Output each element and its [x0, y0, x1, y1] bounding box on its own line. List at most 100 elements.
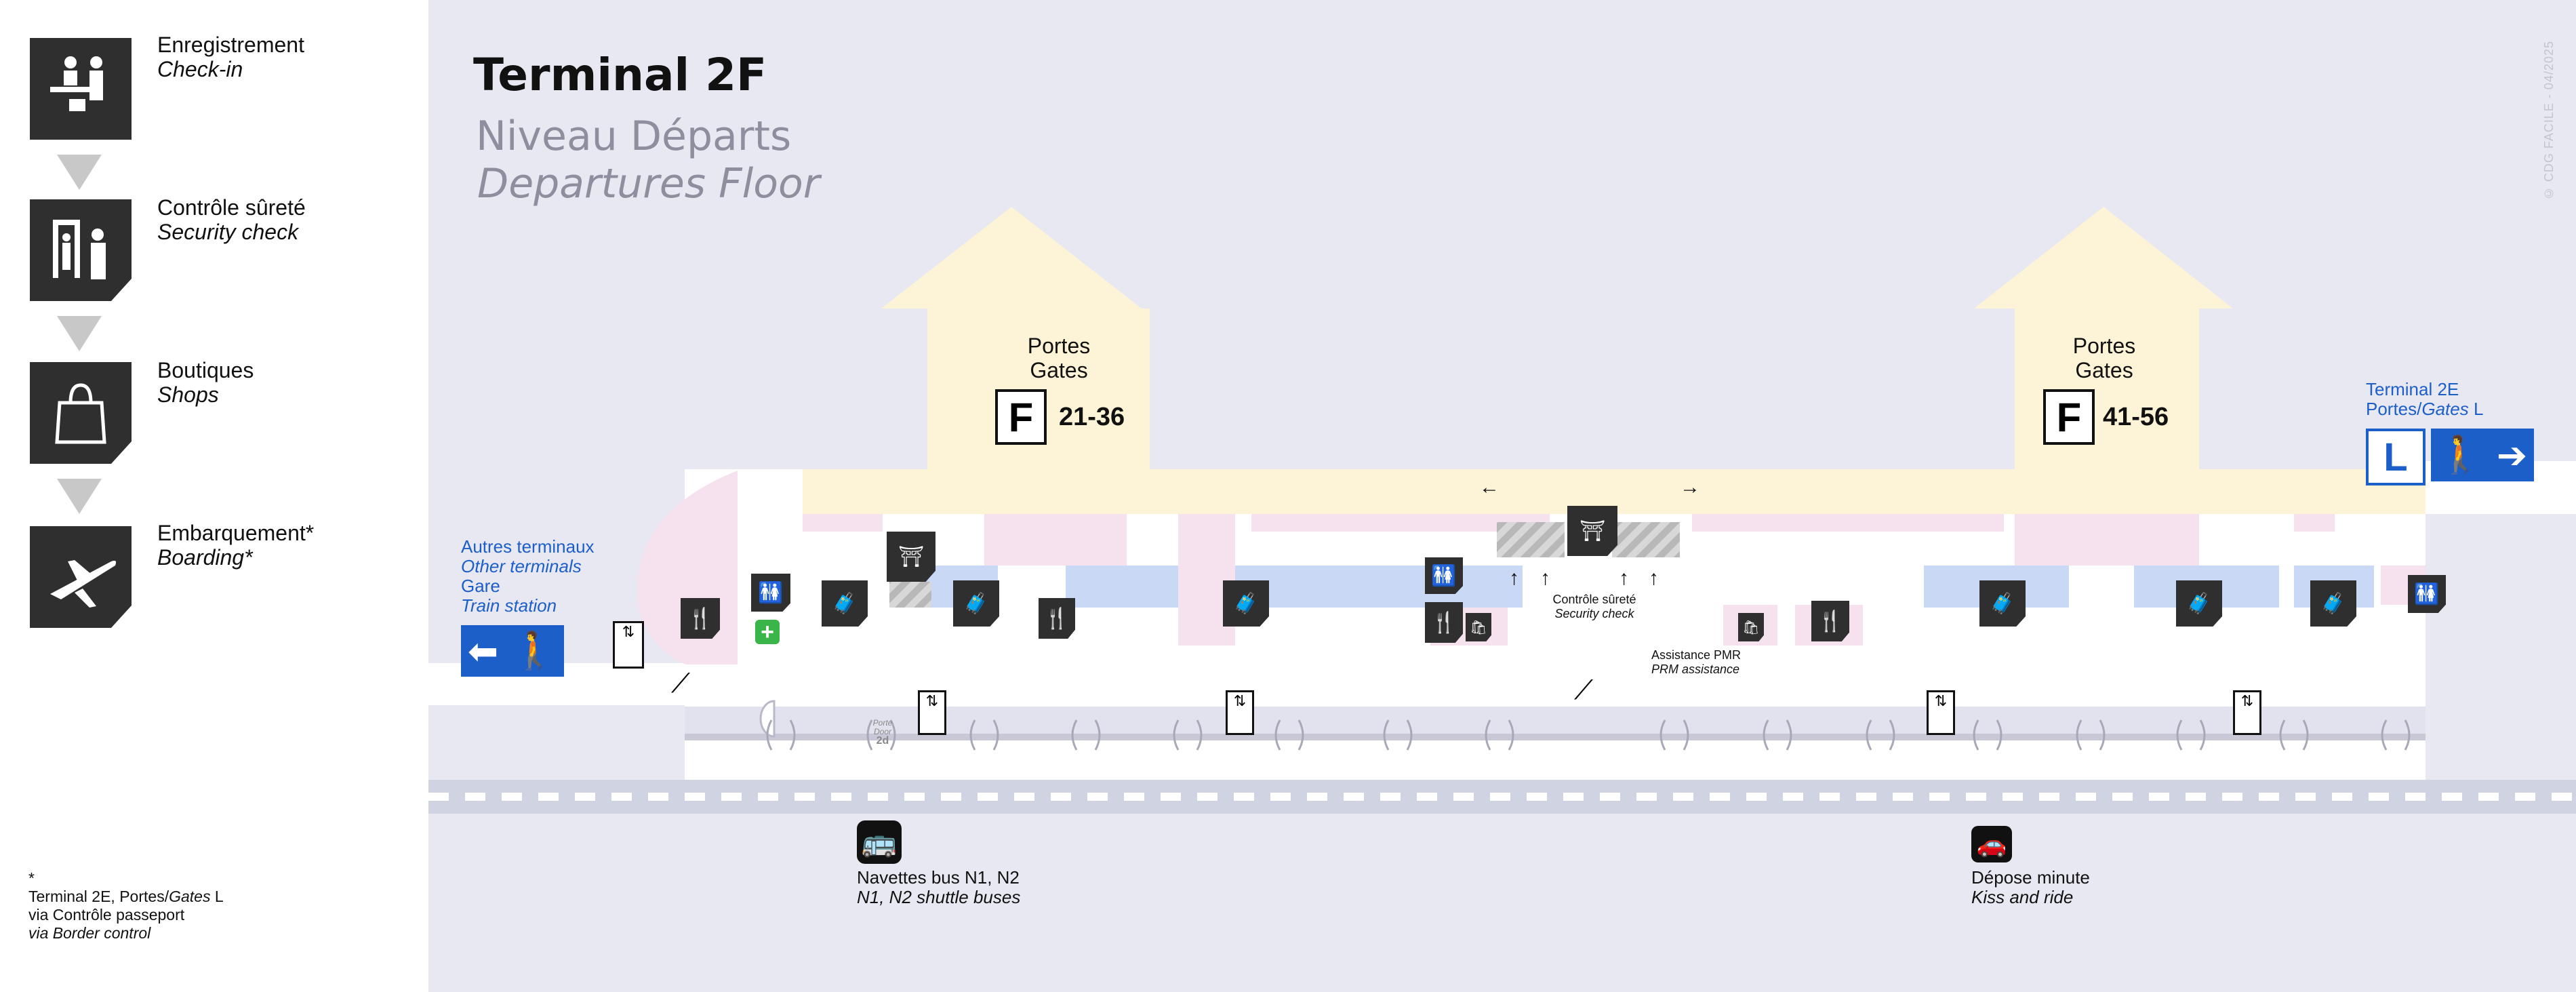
door-marker — [766, 719, 796, 751]
other-terminals-direction-sign[interactable]: ⬅ 🚶 — [461, 625, 564, 677]
door-label-en: Door — [873, 727, 891, 736]
door-marker — [1763, 719, 1792, 751]
terminal-2e-label: Terminal 2E Portes/Gates L — [2366, 380, 2483, 419]
elevator-icon[interactable]: ⇅ — [2233, 690, 2261, 735]
security-check-fr: Contrôle sûreté — [1552, 593, 1636, 606]
door-label-fr: Porte — [872, 718, 893, 728]
door-marker — [2076, 719, 2106, 751]
boarding-icon — [30, 526, 132, 628]
shops-icon — [30, 362, 132, 464]
elevator-icon[interactable]: ⇅ — [613, 621, 644, 669]
shops-icon[interactable]: 🛍 — [1466, 613, 1491, 641]
door-marker — [1659, 719, 1689, 751]
legend-arrow — [57, 155, 102, 190]
terminal-2e-line2: Portes/Gates L — [2366, 399, 2483, 419]
shops-icon[interactable]: 🛍 — [1738, 613, 1764, 641]
arrow-left-icon: ⬅ — [467, 631, 499, 672]
door-marker — [1071, 719, 1101, 751]
bus-icon: 🚌 — [857, 820, 902, 864]
other-terminals-en: Other terminals — [461, 556, 582, 576]
legend-shops-fr: Boutiques — [157, 358, 254, 382]
security-check-icon[interactable]: ⛩ — [1567, 506, 1617, 556]
security-check-icon[interactable]: ⛩ — [887, 532, 935, 582]
prm-assistance-fr: Assistance PMR — [1651, 648, 1742, 662]
gates-left-fr: Portes — [1027, 334, 1091, 358]
legend-shops-en: Shops — [157, 382, 219, 407]
legend-boarding-en: Boarding* — [157, 545, 253, 570]
door-marker — [2279, 719, 2309, 751]
security-check-en: Security check — [1554, 607, 1634, 620]
bus-label-en: N1, N2 shuttle buses — [857, 887, 1021, 907]
door-marker — [2381, 719, 2411, 751]
check-in-icon[interactable]: 🧳 — [2310, 580, 2356, 627]
kiss-and-ride-label: Dépose minute Kiss and ride — [1971, 868, 2090, 907]
check-in-icon[interactable]: 🧳 — [1223, 580, 1269, 627]
footnote-line2: via Contrôle passeport — [28, 906, 185, 924]
elevator-icon[interactable]: ⇅ — [1226, 690, 1254, 735]
restaurant-icon[interactable]: 🍴 — [1811, 601, 1849, 641]
legend-panel: Enregistrement Check-in Contrôle sûreté … — [0, 0, 428, 992]
gates-left-en: Gates — [1030, 358, 1088, 382]
door-marker — [866, 719, 896, 751]
kiss-and-ride-fr: Dépose minute — [1971, 867, 2090, 888]
elevator-icon[interactable]: ⇅ — [918, 690, 946, 735]
toilets-icon[interactable]: 🚻 — [2408, 575, 2446, 613]
door-marker — [2176, 719, 2206, 751]
gates-right-en: Gates — [2075, 358, 2133, 382]
footnote-line3: via Border control — [28, 924, 151, 942]
legend-label-boarding: Embarquement* Boarding* — [157, 521, 314, 570]
pedestrian-icon: 🚶 — [511, 630, 558, 671]
legend-label-security: Contrôle sûreté Security check — [157, 195, 306, 244]
gates-left-label: Portes Gates — [1018, 334, 1100, 382]
door-marker — [1973, 719, 2003, 751]
legend-security-fr: Contrôle sûreté — [157, 195, 306, 220]
check-in-icon[interactable]: 🧳 — [822, 580, 868, 627]
page-title: Terminal 2F — [473, 49, 767, 101]
elevator-icon[interactable]: ⇅ — [1927, 690, 1955, 735]
other-terminals-label: Autres terminaux Other terminals Gare Tr… — [461, 537, 595, 616]
first-aid-icon[interactable]: + — [755, 619, 780, 645]
arrow-up-icon: ↑ — [1649, 567, 1659, 589]
other-terminals-fr: Autres terminaux — [461, 536, 595, 557]
security-check-icon — [30, 199, 132, 301]
door-marker — [1173, 719, 1203, 751]
check-in-icon — [30, 38, 132, 140]
gate-letter-left: F — [995, 389, 1047, 445]
footnote-star: * — [28, 869, 35, 887]
arrow-right-icon: ➔ — [2496, 435, 2528, 476]
escalator-icon[interactable]: ⟋ — [671, 669, 690, 698]
train-station-en: Train station — [461, 595, 557, 616]
bus-label: Navettes bus N1, N2 N1, N2 shuttle buses — [857, 868, 1020, 907]
toilets-icon[interactable]: 🚻 — [1425, 557, 1463, 594]
security-check-label: Contrôle sûreté Security check — [1527, 593, 1662, 621]
restaurant-icon[interactable]: 🍴 — [681, 598, 720, 639]
kiss-and-ride-en: Kiss and ride — [1971, 887, 2074, 907]
check-in-icon[interactable]: 🧳 — [953, 580, 999, 627]
legend-security-en: Security check — [157, 220, 299, 244]
gates-right-label: Portes Gates — [2064, 334, 2145, 382]
floor-plan — [428, 207, 2576, 992]
door-number: 2d — [876, 735, 889, 747]
legend-label-checkin: Enregistrement Check-in — [157, 33, 304, 81]
gate-letter-right: F — [2043, 389, 2095, 445]
terminal-2e-direction-sign[interactable]: 🚶 ➔ — [2431, 429, 2534, 481]
subtitle-en: Departures Floor — [477, 160, 820, 207]
restaurant-icon[interactable]: 🍴 — [1425, 602, 1463, 643]
terminal-2e-line2-a: Portes/ — [2366, 399, 2422, 419]
check-in-icon[interactable]: 🧳 — [1979, 580, 2026, 627]
gate-range-right: 41-56 — [2103, 403, 2169, 431]
arrow-up-icon: ↑ — [1619, 567, 1629, 589]
escalator-icon[interactable]: ⟋ — [1574, 675, 1593, 705]
prm-assistance-label: Assistance PMR PRM assistance — [1651, 648, 1741, 677]
door-marker — [1274, 719, 1304, 751]
bus-label-fr: Navettes bus N1, N2 — [857, 867, 1020, 888]
door-marker — [1866, 719, 1895, 751]
footnote-line1-a: Terminal 2E, Portes/ — [28, 888, 169, 905]
terminal-map: Terminal 2F Niveau Départs Departures Fl… — [428, 0, 2576, 992]
footnote-line1-c: L — [210, 888, 224, 905]
restaurant-icon[interactable]: 🍴 — [1039, 598, 1075, 639]
toilets-icon[interactable]: 🚻 — [751, 574, 790, 612]
legend-checkin-fr: Enregistrement — [157, 33, 304, 57]
door-2d-label: Porte Door 2d — [866, 718, 899, 747]
check-in-icon[interactable]: 🧳 — [2176, 580, 2222, 627]
